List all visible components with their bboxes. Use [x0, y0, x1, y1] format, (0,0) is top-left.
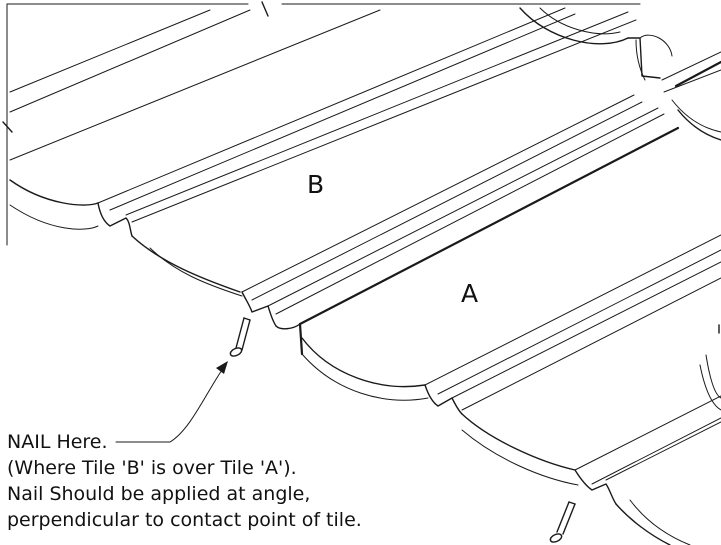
drawing-frame: [2, 1, 641, 246]
tile-a: [241, 51, 721, 545]
nail-icon-lower: [549, 501, 576, 543]
instruction-line-2: (Where Tile 'B' is over Tile 'A').: [7, 457, 297, 479]
nail-icon: [229, 317, 251, 357]
tile-b: [9, 7, 673, 297]
leader-arrow: [115, 361, 228, 443]
tile-a-label: A: [461, 279, 478, 308]
tile-b-label: B: [307, 170, 324, 199]
instruction-line-4: perpendicular to contact point of tile.: [7, 509, 362, 531]
instructions: NAIL Here. (Where Tile 'B' is over Tile …: [7, 431, 362, 531]
instruction-line-3: Nail Should be applied at angle,: [7, 483, 310, 505]
instruction-line-1: NAIL Here.: [7, 431, 108, 453]
